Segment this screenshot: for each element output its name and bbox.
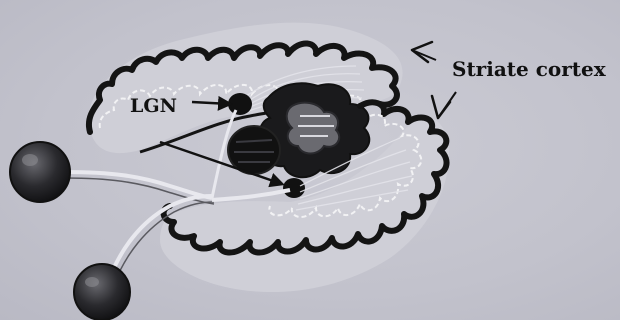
optic-tract [212,190,290,200]
right-eyeball-icon [74,264,130,320]
lgn-nucleus-upper [228,93,252,115]
right-eye-highlight [85,277,99,287]
striate-cortex-label: Striate cortex [452,57,607,81]
left-eye-highlight [22,154,38,166]
cortex-chevron-lower-stem [438,92,456,118]
left-eyeball-icon [10,142,70,202]
lgn-label: LGN [130,95,177,117]
lgn-nucleus-lower [283,178,305,198]
